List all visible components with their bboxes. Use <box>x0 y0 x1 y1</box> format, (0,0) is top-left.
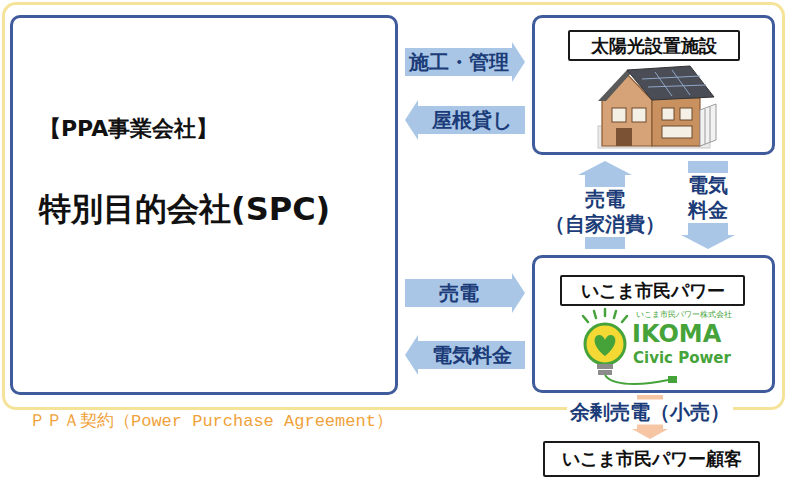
logo-bulb-part <box>598 370 612 375</box>
house-illustration-part <box>616 128 632 146</box>
illustration-part <box>583 309 627 322</box>
house-illustration-part <box>612 108 626 122</box>
house-illustration-part <box>672 70 690 95</box>
illustration-part-part <box>604 309 607 316</box>
block-arrow <box>681 161 735 249</box>
arrow-label: 電気料金 <box>432 343 512 368</box>
illustration-part-part <box>622 316 627 322</box>
house-illustration-part <box>627 66 714 100</box>
arrow-label: 施工・管理 <box>409 50 509 75</box>
block-arrow <box>405 335 525 375</box>
house-illustration-part <box>662 108 674 120</box>
box-title: いこま市民パワー <box>581 280 725 302</box>
house-illustration-part <box>652 98 700 146</box>
logo-bulb-part <box>668 376 677 383</box>
house-illustration-part <box>662 126 692 138</box>
illustration-part-part <box>594 311 596 318</box>
house-illustration-part <box>680 108 692 120</box>
company-name: 特別目的会社(SPC) <box>39 190 330 228</box>
illustration-part-part <box>614 311 616 318</box>
block-arrow <box>405 100 525 140</box>
illustration-part-part <box>583 316 588 322</box>
logo-subtitle: Civic Power <box>633 350 731 367</box>
logo-bulb-part <box>595 335 616 356</box>
company-role: 【PPA事業会社】 <box>39 116 218 142</box>
facility-box: 太陽光設置施設 <box>532 15 775 155</box>
arrow-label: 電気 料金 <box>685 173 731 223</box>
arrow-label: 余剰売電（小売） <box>567 400 733 425</box>
house-illustration <box>598 66 716 148</box>
house-illustration-part <box>705 109 706 144</box>
block-arrow <box>405 42 525 82</box>
contract-label: ＰＰＡ契約（Power Purchase Agreement） <box>29 412 393 432</box>
logo-bulb-part <box>605 375 668 384</box>
title-box: 太陽光設置施設 <box>568 30 740 61</box>
house-illustration-part <box>710 107 711 142</box>
logo-wordmark: IKOMA <box>632 321 721 347</box>
house-illustration-part <box>642 76 700 79</box>
title-box: いこま市民パワー <box>560 275 745 306</box>
company-small-name: いこま市民パワー株式会社 <box>636 311 732 320</box>
arrow-label: 売電 <box>439 281 479 306</box>
company-box: 【PPA事業会社】特別目的会社(SPC) <box>10 15 398 395</box>
house-illustration-part <box>655 72 672 96</box>
house-illustration-part <box>648 85 706 87</box>
logo-bulb-part <box>597 364 613 369</box>
box-title: いこま市民パワー顧客 <box>562 448 742 470</box>
arrow-label: 屋根貸し <box>432 108 512 133</box>
house-illustration-part <box>598 70 632 101</box>
box-title: 太陽光設置施設 <box>591 35 717 57</box>
customer-box: いこま市民パワー顧客 <box>543 441 760 477</box>
house-illustration-part <box>700 104 716 146</box>
house-illustration-part <box>632 108 646 122</box>
logo-bulb-part <box>585 324 625 364</box>
arrow-label: 売電 （自家消費） <box>542 187 668 237</box>
block-arrow <box>405 273 525 313</box>
